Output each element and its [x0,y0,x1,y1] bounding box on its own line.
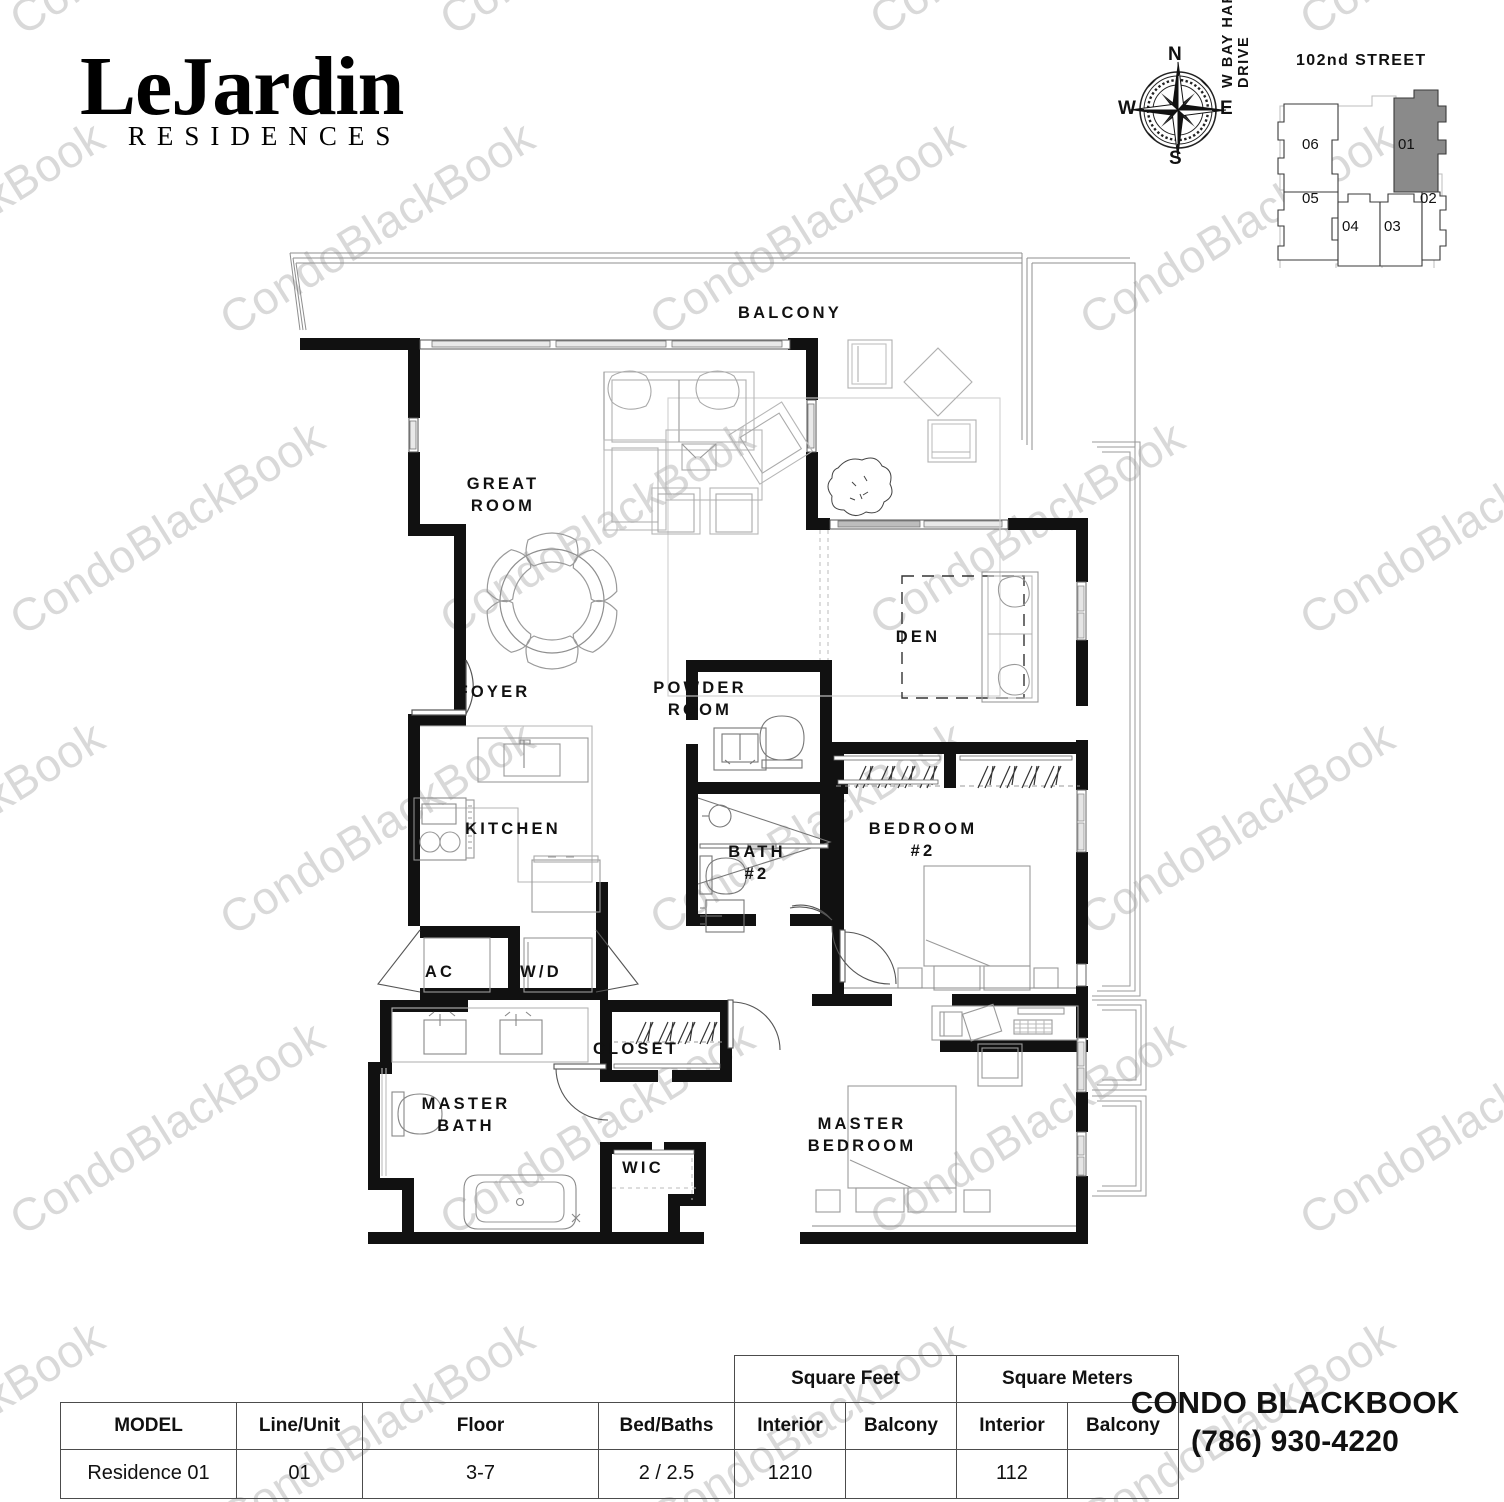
column-header-bed-baths: Bed/Baths [598,1401,735,1450]
key-plan-label-05: 05 [1302,190,1319,207]
floor-plan-drawing [289,252,1147,1244]
room-label-washer-dryer: W/D [520,963,562,981]
room-label-ac: AC [424,963,456,981]
cbb-name: CONDO BLACKBOOK [1115,1385,1475,1421]
key-plan-diagram [1277,89,1447,271]
table-header-row: MODEL Line/Unit Floor Bed/Baths Interior… [60,1401,1179,1450]
room-label-master-bedroom: MASTER BEDROOM [807,1115,917,1156]
cbb-name-condo: CONDO [1130,1385,1248,1420]
cbb-phone: (786) 930-4220 [1191,1425,1399,1458]
column-header-floor: Floor [362,1401,599,1450]
compass-rose: N S W E [1118,44,1238,172]
room-label-master-bath: MASTER BATH [421,1095,511,1136]
key-plan-label-04: 04 [1342,218,1359,235]
brand-subtitle: RESIDENCES [127,121,402,152]
brand-logo: LeJardin RESIDENCES [80,40,404,152]
compass-icon [1129,61,1227,159]
cell-bed-baths: 2 / 2.5 [598,1448,735,1499]
cell-sm-interior: 112 [956,1448,1068,1499]
compass-north-label: N [1168,44,1182,65]
specifications-table: Square Feet Square Meters MODEL Line/Uni… [60,1355,1179,1499]
column-header-sm-interior: Interior [956,1401,1068,1450]
room-label-great-room: GREAT ROOM [466,475,540,516]
cbb-name-blackbook: BLACKBOOK [1255,1385,1460,1420]
floor-plan: BALCONY GREAT ROOM FOYER DEN POWDER ROOM… [289,252,1147,1244]
room-label-bedroom-2: BEDROOM #2 [868,820,978,861]
table-row: Residence 01 01 3-7 2 / 2.5 1210 112 [60,1448,1179,1499]
table-group-header-row: Square Feet Square Meters [61,1355,1179,1403]
compass-east-label: E [1220,98,1233,119]
watermark-text: CondoBlackBook [1500,1310,1504,1502]
street-label-left: W BAY HARBOR DRIVE [1220,0,1252,88]
street-label-top: 102nd STREET [1296,52,1427,69]
condoblackbook-branding: CONDO BLACKBOOK (786) 930-4220 [1115,1385,1475,1459]
brand-name: LeJardin [80,40,404,133]
cell-line-unit: 01 [236,1448,363,1499]
room-label-wic: WIC [622,1159,664,1177]
room-label-kitchen: KITCHEN [465,820,561,838]
key-plan-unit-01-highlight [1393,89,1447,193]
room-label-closet: CLOSET [592,1040,680,1058]
spec-table: Square Feet Square Meters MODEL Line/Uni… [60,1355,1179,1499]
room-label-bath-2: BATH #2 [728,843,786,884]
compass-west-label: W [1118,98,1136,119]
cell-sm-balcony [1067,1448,1179,1499]
key-plan-label-01: 01 [1398,136,1415,153]
cell-sf-balcony [845,1448,957,1499]
key-plan-label-02: 02 [1420,190,1437,207]
group-header-spacer [61,1356,735,1403]
cell-floor: 3-7 [362,1448,599,1499]
compass-south-label: S [1169,148,1182,169]
room-label-powder-room: POWDER ROOM [653,679,747,720]
room-label-balcony: BALCONY [738,304,842,322]
column-header-sf-balcony: Balcony [845,1401,957,1450]
room-label-foyer: FOYER [457,683,531,701]
column-header-model: MODEL [60,1401,237,1450]
group-header-square-feet: Square Feet [734,1355,957,1403]
cell-model: Residence 01 [60,1448,237,1499]
key-plan-label-06: 06 [1302,136,1319,153]
key-plan: 06 05 04 03 02 01 [1276,78,1456,271]
column-header-sm-balcony: Balcony [1067,1401,1179,1450]
cell-sf-interior: 1210 [734,1448,846,1499]
column-header-line-unit: Line/Unit [236,1401,363,1450]
key-plan-label-03: 03 [1384,218,1401,235]
room-label-den: DEN [895,628,941,646]
column-header-sf-interior: Interior [734,1401,846,1450]
